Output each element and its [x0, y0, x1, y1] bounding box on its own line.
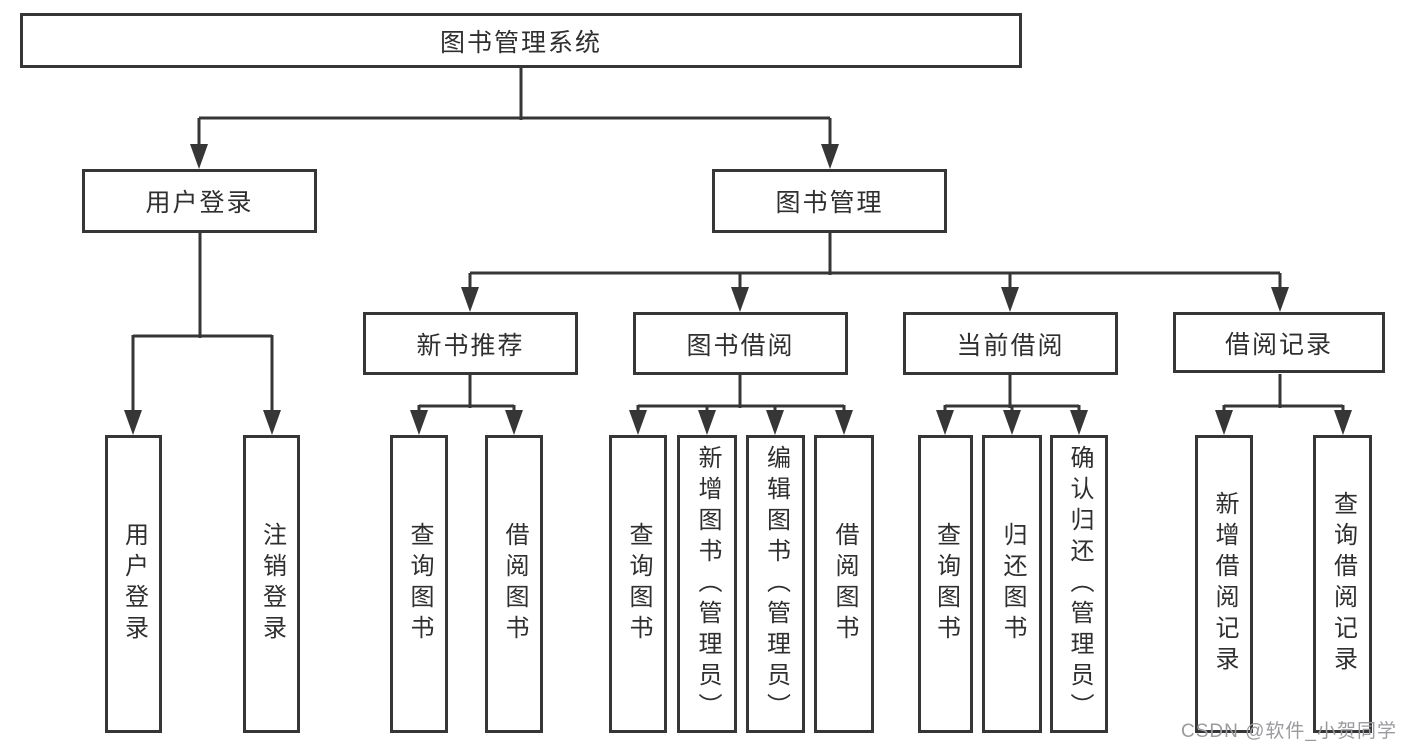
leaf-borrow-book-recommend-label: 借阅图书: [501, 522, 528, 646]
leaf-add-borrow-record: 新增借阅记录: [1195, 435, 1253, 733]
leaf-add-book-admin: 新增图书（管理员）: [677, 435, 737, 733]
leaf-return-book: 归还图书: [982, 435, 1042, 733]
node-borrow-records-label: 借阅记录: [1224, 330, 1333, 359]
node-new-book-recommend-label: 新书推荐: [416, 331, 525, 360]
connector-rails: [133, 116, 1343, 408]
leaf-edit-book-admin: 编辑图书（管理员）: [746, 435, 805, 733]
leaf-query-borrow-record-label: 查询借阅记录: [1329, 491, 1357, 677]
leaf-query-book-current-label: 查询图书: [932, 522, 960, 646]
leaf-query-book-recommend: 查询图书: [390, 435, 448, 733]
leaf-logout-label: 注销登录: [258, 522, 286, 646]
connector-stems: [198, 66, 1282, 408]
leaf-return-book-label: 归还图书: [999, 522, 1026, 646]
node-root-label: 图书管理系统: [439, 28, 602, 57]
node-book-borrow: 图书借阅: [633, 312, 848, 375]
leaf-query-book-recommend-label: 查询图书: [406, 522, 433, 646]
leaf-query-borrow-record: 查询借阅记录: [1313, 435, 1372, 733]
node-user-login: 用户登录: [82, 169, 317, 233]
connector-arrow-shafts: [131, 118, 1345, 413]
leaf-add-book-admin-label: 新增图书（管理员）: [694, 444, 721, 724]
leaf-confirm-return-admin: 确认归还（管理员）: [1050, 435, 1108, 733]
node-new-book-recommend: 新书推荐: [363, 312, 578, 375]
node-book-management: 图书管理: [712, 169, 947, 233]
watermark-text: CSDN @软件_小贺同学: [1181, 721, 1397, 742]
node-current-borrow-label: 当前借阅: [956, 331, 1065, 360]
leaf-confirm-return-admin-label: 确认归还（管理员）: [1066, 444, 1093, 724]
leaf-borrow-book-recommend: 借阅图书: [485, 435, 543, 733]
leaf-user-login: 用户登录: [105, 435, 162, 733]
node-book-management-label: 图书管理: [775, 189, 884, 217]
leaf-add-borrow-record-label: 新增借阅记录: [1211, 491, 1238, 677]
leaf-user-login-label: 用户登录: [120, 522, 148, 646]
leaf-logout: 注销登录: [243, 435, 300, 733]
leaf-query-book-borrow: 查询图书: [609, 435, 667, 733]
leaf-edit-book-admin-label: 编辑图书（管理员）: [762, 444, 790, 724]
node-current-borrow: 当前借阅: [903, 312, 1118, 375]
leaf-query-book-current: 查询图书: [918, 435, 973, 733]
leaf-query-book-borrow-label: 查询图书: [625, 522, 652, 646]
node-borrow-records: 借阅记录: [1173, 312, 1385, 373]
leaf-borrow-book-label: 借阅图书: [831, 522, 858, 646]
node-root: 图书管理系统: [20, 13, 1022, 68]
node-book-borrow-label: 图书借阅: [686, 331, 795, 360]
node-user-login-label: 用户登录: [145, 189, 254, 217]
connector-arrowheads: [124, 144, 1352, 435]
leaf-borrow-book: 借阅图书: [814, 435, 874, 733]
